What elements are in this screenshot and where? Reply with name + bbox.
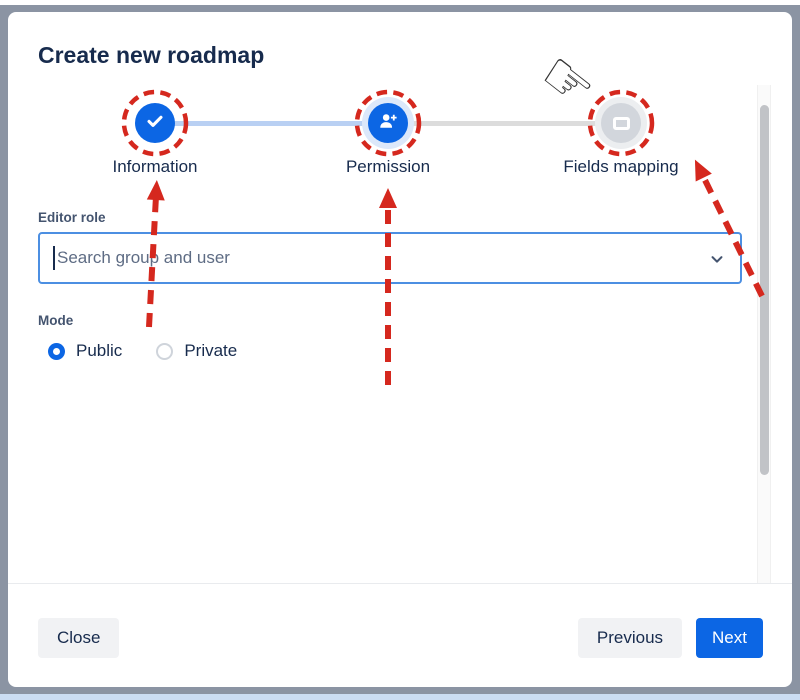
previous-button[interactable]: Previous bbox=[577, 618, 683, 658]
radio-private[interactable]: Private bbox=[156, 341, 237, 361]
next-button[interactable]: Next bbox=[696, 618, 763, 658]
close-button[interactable]: Close bbox=[38, 618, 120, 658]
step-fields-mapping: Fields mapping bbox=[531, 103, 711, 177]
scrollbar-track[interactable] bbox=[757, 85, 771, 583]
step-permission-circle[interactable] bbox=[368, 103, 408, 143]
create-roadmap-dialog: Create new roadmap Information bbox=[8, 12, 792, 687]
add-user-icon bbox=[377, 110, 399, 137]
editor-role-label: Editor role bbox=[38, 210, 106, 225]
footer-divider bbox=[8, 583, 792, 584]
stepper-connector-done bbox=[173, 121, 370, 126]
radio-public-dot[interactable] bbox=[48, 342, 65, 360]
step-information-circle[interactable] bbox=[135, 103, 175, 143]
step-permission: Permission bbox=[298, 103, 478, 177]
radio-public[interactable]: Public bbox=[48, 341, 122, 361]
footer-actions: Previous Next bbox=[577, 618, 763, 658]
step-permission-label: Permission bbox=[345, 157, 431, 176]
radio-private-dot[interactable] bbox=[156, 342, 174, 360]
text-caret bbox=[53, 246, 55, 270]
rounded-rect-icon bbox=[612, 116, 630, 130]
mode-label: Mode bbox=[38, 313, 74, 328]
step-fields-mapping-circle[interactable] bbox=[601, 103, 641, 143]
scrollbar-thumb[interactable] bbox=[760, 105, 769, 475]
search-group-user-input[interactable] bbox=[38, 232, 742, 284]
step-information: Information bbox=[65, 103, 245, 177]
radio-public-label: Public bbox=[76, 341, 123, 360]
step-information-label: Information bbox=[112, 157, 198, 176]
radio-private-label: Private bbox=[184, 341, 238, 360]
page-background-strip bbox=[0, 694, 800, 700]
check-icon bbox=[144, 110, 166, 137]
mode-radio-group: Public Private bbox=[48, 341, 237, 361]
stepper-connector-todo bbox=[406, 121, 603, 126]
dialog-title: Create new roadmap bbox=[38, 42, 265, 68]
chevron-down-icon[interactable] bbox=[708, 250, 726, 268]
step-fields-mapping-label: Fields mapping bbox=[563, 157, 679, 176]
